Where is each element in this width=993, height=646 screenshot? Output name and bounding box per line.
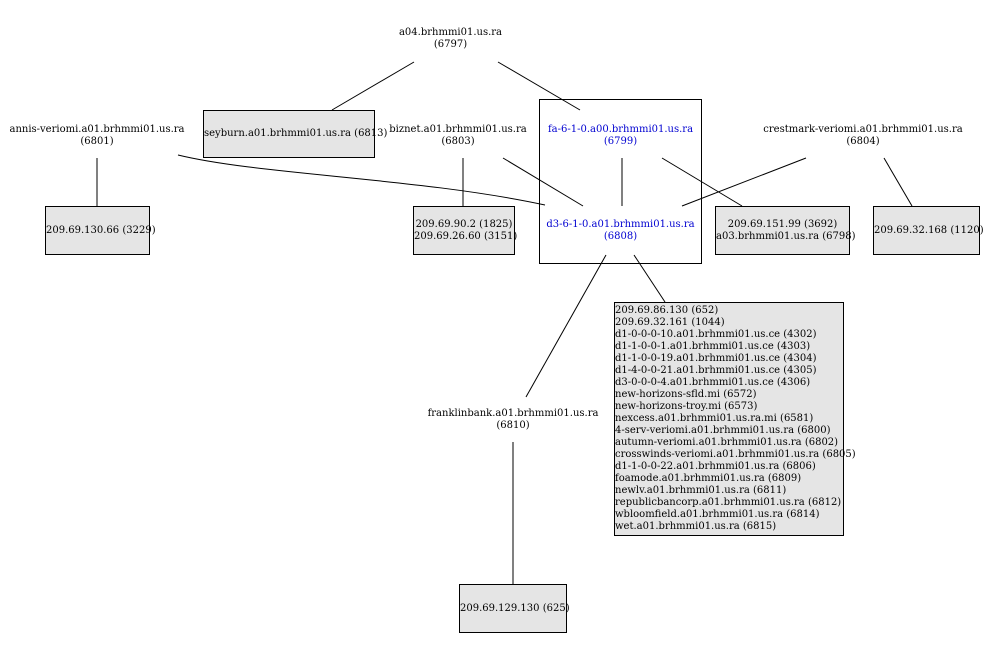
host-list-item: 209.69.32.161 (1044) [615,317,725,328]
host-list-item: autumn-veriomi.a01.brhmmi01.us.ra (6802) [615,437,839,448]
node-biznet-name: biznet.a01.brhmmi01.us.ra [389,124,527,135]
host-list-item: d1-1-0-0-22.a01.brhmmi01.us.ra (6806) [615,461,816,472]
node-crestmark: crestmark-veriomi.a01.brhmmi01.us.ra (68… [762,124,964,148]
host-list-item: wet.a01.brhmmi01.us.ra (6815) [615,521,777,532]
node-ip90-2-line1: 209.69.90.2 (1825) [415,218,513,230]
edge-crestmark-d36 [681,157,807,207]
host-list-item: newlv.a01.brhmmi01.us.ra (6811) [615,485,787,496]
node-ip129-130: 209.69.129.130 (625) [459,584,570,633]
node-d36-name: d3-6-1-0.a01.brhmmi01.us.ra [546,219,695,230]
node-franklin: franklinbank.a01.brhmmi01.us.ra (6810) [426,408,600,432]
host-list-item: 209.69.86.130 (652) [615,305,719,316]
edge-crestmark-ip32 [883,157,913,207]
host-list-item: d3-0-0-0-4.a01.brhmmi01.us.ce (4306) [615,377,811,388]
host-list-item: nexcess.a01.brhmmi01.us.ra.mi (6581) [615,413,814,424]
node-seyburn: seyburn.a01.brhmmi01.us.ra (6813) [203,110,388,158]
node-ip151-99: 209.69.151.99 (3692) a03.brhmmi01.us.ra … [715,206,856,255]
edge-biznet-d36 [502,157,584,207]
node-annis-id: (6801) [80,136,114,147]
cluster-frame [539,99,702,264]
host-list-item: d1-4-0-0-21.a01.brhmmi01.us.ce (4305) [615,365,817,376]
host-list-item: d1-1-0-0-19.a01.brhmmi01.us.ce (4304) [615,353,817,364]
node-ip32-168: 209.69.32.168 (1120) [873,206,984,255]
host-list-item: crosswinds-veriomi.a01.brhmmi01.us.ra (6… [615,449,856,460]
node-ip90-2-line2: 209.69.26.60 (3151) [414,230,518,242]
node-franklin-id: (6810) [496,420,530,431]
node-fa6: fa-6-1-0.a00.brhmmi01.us.ra (6799) [543,124,698,148]
node-fa6-id: (6799) [603,136,638,147]
edge-d36-biglist [633,254,666,303]
host-list-item: d1-0-0-0-10.a01.brhmmi01.us.ce (4302) [615,329,817,340]
node-ip129-130-label: 209.69.129.130 (625) [460,602,570,614]
node-ip130-66: 209.69.130.66 (3229) [45,206,156,255]
node-ip90-2: 209.69.90.2 (1825) 209.69.26.60 (3151) [413,206,518,255]
node-host-list: 209.69.86.130 (652)209.69.32.161 (1044)d… [614,302,856,536]
node-biznet: biznet.a01.brhmmi01.us.ra (6803) [389,124,527,148]
edge-fa6-ip151 [661,157,743,207]
node-ip130-66-label: 209.69.130.66 (3229) [46,224,156,236]
node-fa6-name: fa-6-1-0.a00.brhmmi01.us.ra [547,124,694,135]
edge-a04-seyburn [331,61,415,111]
edge-d36-franklin [525,254,607,398]
node-ip151-99-line2: a03.brhmmi01.us.ra (6798) [716,230,856,242]
node-ip151-99-line1: 209.69.151.99 (3692) [727,218,838,230]
node-franklin-name: franklinbank.a01.brhmmi01.us.ra [427,408,599,419]
node-a04-name: a04.brhmmi01.us.ra [398,27,503,38]
host-list-item: d1-1-0-0-1.a01.brhmmi01.us.ce (4303) [615,341,811,352]
host-list-item: 4-serv-veriomi.a01.brhmmi01.us.ra (6800) [615,425,831,436]
node-biznet-id: (6803) [441,136,475,147]
node-a04-id: (6797) [433,39,468,50]
node-ip32-168-label: 209.69.32.168 (1120) [874,224,984,236]
edge-annis-d36 [177,154,546,206]
node-seyburn-label: seyburn.a01.brhmmi01.us.ra (6813) [204,128,388,139]
node-d36: d3-6-1-0.a01.brhmmi01.us.ra (6808) [541,219,700,243]
node-annis: annis-veriomi.a01.brhmmi01.us.ra (6801) [7,124,187,148]
node-crestmark-id: (6804) [846,136,880,147]
node-d36-id: (6808) [603,231,638,242]
node-crestmark-name: crestmark-veriomi.a01.brhmmi01.us.ra [763,124,963,135]
edge-a04-fa6 [497,61,581,111]
host-list-item: new-horizons-troy.mi (6573) [615,401,758,412]
host-list-item: wbloomfield.a01.brhmmi01.us.ra (6814) [615,509,820,520]
host-list-item: new-horizons-sfld.mi (6572) [615,389,757,400]
host-list-item: foamode.a01.brhmmi01.us.ra (6809) [615,473,802,484]
node-a04: a04.brhmmi01.us.ra (6797) [387,27,514,51]
host-list-item: republicbancorp.a01.brhmmi01.us.ra (6812… [615,497,842,508]
node-annis-name: annis-veriomi.a01.brhmmi01.us.ra [9,124,185,135]
